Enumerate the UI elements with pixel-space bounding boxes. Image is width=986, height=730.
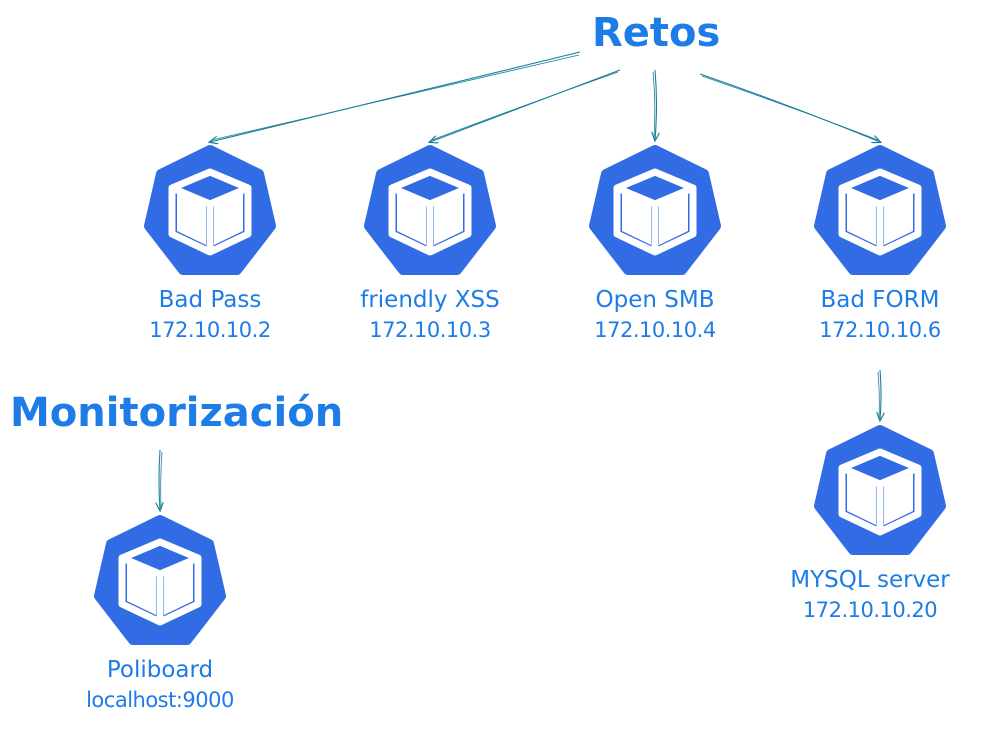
node-open-smb: Open SMB 172.10.10.4 — [535, 285, 775, 344]
friendly-xss-pod-icon — [369, 150, 491, 270]
node-friendly-xss: friendly XSS 172.10.10.3 — [310, 285, 550, 344]
bad-pass-pod-icon — [149, 150, 271, 270]
edge-retos-bad-pass — [210, 51, 581, 142]
edge-monitorizacion-poliboard-sketch — [160, 451, 163, 509]
mysql-server-pod-icon — [819, 430, 941, 550]
retos-title: Retos — [592, 10, 721, 56]
edges — [159, 51, 881, 510]
open-smb-pod-icon — [594, 150, 716, 270]
edge-retos-open-smb-sketch — [652, 71, 656, 139]
edge-retos-bad-form — [699, 73, 880, 142]
bad-form-pod-icon — [819, 150, 941, 270]
node-address: 172.10.10.4 — [594, 318, 716, 343]
edge-bad-form-mysql — [880, 369, 881, 420]
poliboard-pod-icon — [99, 520, 221, 640]
node-address: 172.10.10.20 — [802, 598, 938, 623]
node-bad-form: Bad FORM 172.10.10.6 — [760, 285, 986, 344]
edge-retos-friendly-xss-sketch — [431, 71, 619, 141]
node-address: 172.10.10.3 — [369, 318, 491, 343]
node-address: 172.10.10.2 — [149, 318, 271, 343]
edge-bad-form-mysql-sketch — [877, 371, 880, 419]
node-bad-pass: Bad Pass 172.10.10.2 — [90, 285, 330, 344]
edge-retos-bad-form-sketch — [701, 75, 879, 141]
node-name: Poliboard — [106, 657, 214, 683]
node-name: Open SMB — [595, 287, 715, 313]
node-address: 172.10.10.6 — [819, 318, 941, 343]
node-name: Bad Pass — [158, 287, 262, 313]
edge-retos-open-smb — [655, 69, 657, 140]
node-address: localhost:9000 — [86, 688, 234, 713]
edge-monitorizacion-poliboard — [159, 449, 160, 510]
node-name: Bad FORM — [820, 287, 940, 313]
node-mysql-server: MYSQL server 172.10.10.20 — [740, 565, 986, 624]
node-poliboard: Poliboard localhost:9000 — [40, 655, 280, 714]
node-name: friendly XSS — [360, 287, 500, 313]
monitorizacion-title: Monitorización — [10, 390, 344, 436]
node-name: MYSQL server — [790, 567, 950, 593]
edge-retos-bad-pass-sketch — [211, 54, 580, 141]
edge-retos-friendly-xss — [430, 69, 621, 142]
